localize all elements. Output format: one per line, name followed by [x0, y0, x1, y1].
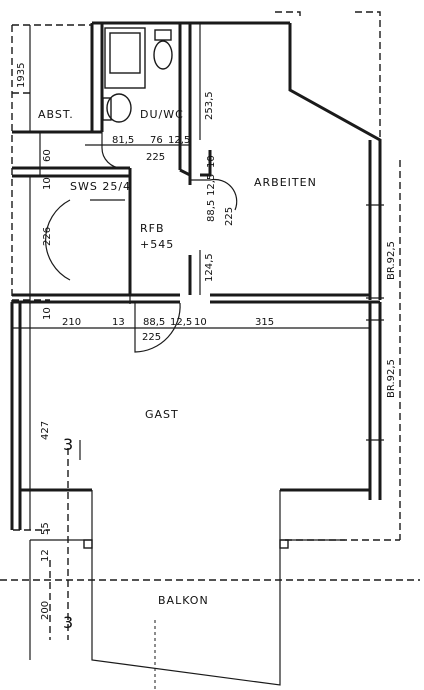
window-br925-lower: BR.92,5 — [386, 359, 397, 398]
label-sws: SWS 25/4 — [70, 180, 131, 193]
label-gast: GAST — [145, 408, 179, 421]
dim-125c: 12,5 — [170, 317, 192, 328]
label-rfb-height: +545 — [140, 238, 174, 251]
dim-225a: 225 — [146, 152, 165, 163]
section-mark-bottom: 3 — [63, 613, 73, 632]
dim-427: 427 — [40, 421, 51, 440]
windows — [29, 204, 384, 441]
dim-225b: 225 — [224, 207, 235, 226]
dim-60: 60 — [42, 149, 53, 162]
label-rfb: RFB — [140, 222, 165, 235]
dim-226: 226 — [42, 227, 53, 246]
window-br925-upper: BR.92,5 — [386, 241, 397, 280]
dim-2535: 253,5 — [204, 91, 215, 120]
dim-225c: 225 — [142, 332, 161, 343]
dim-210: 210 — [62, 317, 81, 328]
dim-13: 13 — [112, 317, 125, 328]
label-abst: ABST. — [38, 108, 74, 121]
dimension-lines — [12, 23, 370, 660]
balcony — [20, 488, 370, 690]
label-balkon: BALKON — [158, 594, 209, 607]
dim-125a: 12,5 — [168, 135, 190, 146]
dim-200: 200 — [40, 601, 51, 620]
dim-1935: 1935 — [16, 63, 27, 88]
dim-885b: 88,5 — [143, 317, 165, 328]
dim-12: 12 — [40, 549, 51, 562]
dim-10b: 10 — [206, 155, 217, 168]
dim-10c: 10 — [42, 307, 53, 320]
dim-315: 315 — [255, 317, 274, 328]
label-du-wc: DU/WC — [140, 108, 184, 121]
dim-1245: 124,5 — [204, 253, 215, 282]
doors — [45, 132, 238, 353]
dim-125b: 12,5 — [206, 174, 217, 196]
dim-10a: 10 — [42, 177, 53, 190]
dim-55: 55 — [40, 522, 51, 535]
dim-81: 81,5 — [112, 135, 134, 146]
section-line — [67, 440, 81, 640]
section-mark-top: 3 — [63, 435, 73, 454]
walls — [10, 21, 382, 530]
dim-10d: 10 — [194, 317, 207, 328]
dim-885a: 88,5 — [206, 200, 217, 222]
dim-76: 76 — [150, 135, 163, 146]
bath-fixtures — [102, 27, 173, 123]
label-arbeiten: ARBEITEN — [254, 176, 317, 189]
